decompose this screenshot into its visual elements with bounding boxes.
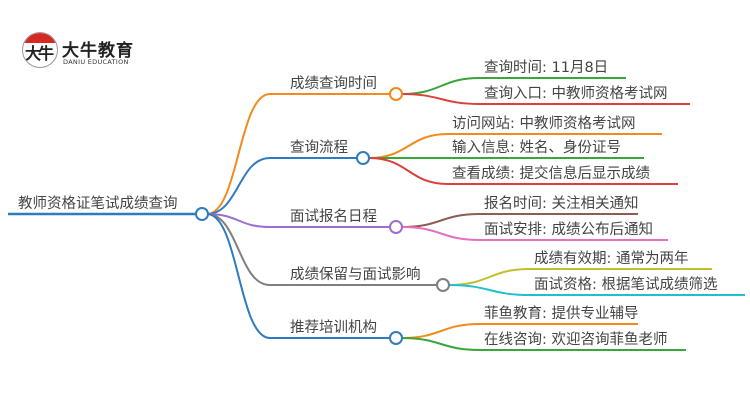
leaf-connector	[401, 93, 481, 105]
logo-name: 大牛教育	[62, 41, 134, 61]
leaf-connector	[448, 284, 531, 296]
branch-connector	[206, 93, 271, 215]
leaf-connector	[368, 157, 449, 185]
branch-node-toggle[interactable]	[389, 331, 403, 345]
leaf-connector	[368, 133, 449, 159]
branch-node-toggle[interactable]	[356, 151, 370, 165]
branch-node-label[interactable]: 面试报名日程	[290, 208, 377, 225]
leaf-connector	[401, 77, 481, 95]
leaf-node-label[interactable]: 查询入口: 中教师资格考试网	[484, 85, 668, 102]
branch-connector	[206, 157, 271, 215]
branch-connector	[206, 213, 271, 228]
branch-node-label[interactable]: 查询流程	[290, 139, 348, 156]
branch-node-toggle[interactable]	[436, 278, 450, 292]
leaf-node-label[interactable]: 查询时间: 11月8日	[484, 59, 608, 76]
logo-subtitle: DANIU EDUCATION	[63, 58, 129, 66]
logo-badge-icon: 大牛	[22, 32, 58, 68]
logo: 大牛 大牛教育 DANIU EDUCATION	[22, 32, 172, 72]
branch-node-label[interactable]: 成绩查询时间	[290, 75, 377, 92]
leaf-connector	[401, 323, 481, 339]
leaf-node-label[interactable]: 菲鱼教育: 提供专业辅导	[484, 304, 639, 322]
branch-node-label[interactable]: 成绩保留与面试影响	[290, 266, 421, 283]
leaf-node-label[interactable]: 报名时间: 关注相关通知	[484, 195, 639, 212]
leaf-node-label[interactable]: 在线咨询: 欢迎咨询菲鱼老师	[484, 330, 668, 348]
branch-node-toggle[interactable]	[389, 87, 403, 101]
leaf-connector	[401, 213, 481, 228]
leaf-node-label[interactable]: 输入信息: 姓名、身份证号	[452, 139, 621, 156]
root-node-label[interactable]: 教师资格证笔试成绩查询	[18, 195, 178, 212]
leaf-node-label[interactable]: 访问网站: 中教师资格考试网	[452, 115, 636, 132]
leaf-connector	[448, 268, 531, 286]
root-node-toggle[interactable]	[195, 207, 209, 221]
branch-connector	[206, 213, 271, 286]
branch-node-toggle[interactable]	[389, 220, 403, 234]
logo-badge-text: 大牛	[25, 44, 54, 63]
leaf-node-label[interactable]: 成绩有效期: 通常为两年	[534, 250, 689, 267]
branch-connector	[206, 213, 271, 339]
leaf-connector	[401, 226, 481, 241]
branch-node-label[interactable]: 推荐培训机构	[290, 319, 377, 336]
leaf-node-label[interactable]: 查看成绩: 提交信息后显示成绩	[452, 164, 650, 182]
leaf-node-label[interactable]: 面试资格: 根据笔试成绩筛选	[534, 276, 718, 293]
leaf-connector	[401, 337, 481, 351]
leaf-node-label[interactable]: 面试安排: 成绩公布后通知	[484, 221, 653, 238]
